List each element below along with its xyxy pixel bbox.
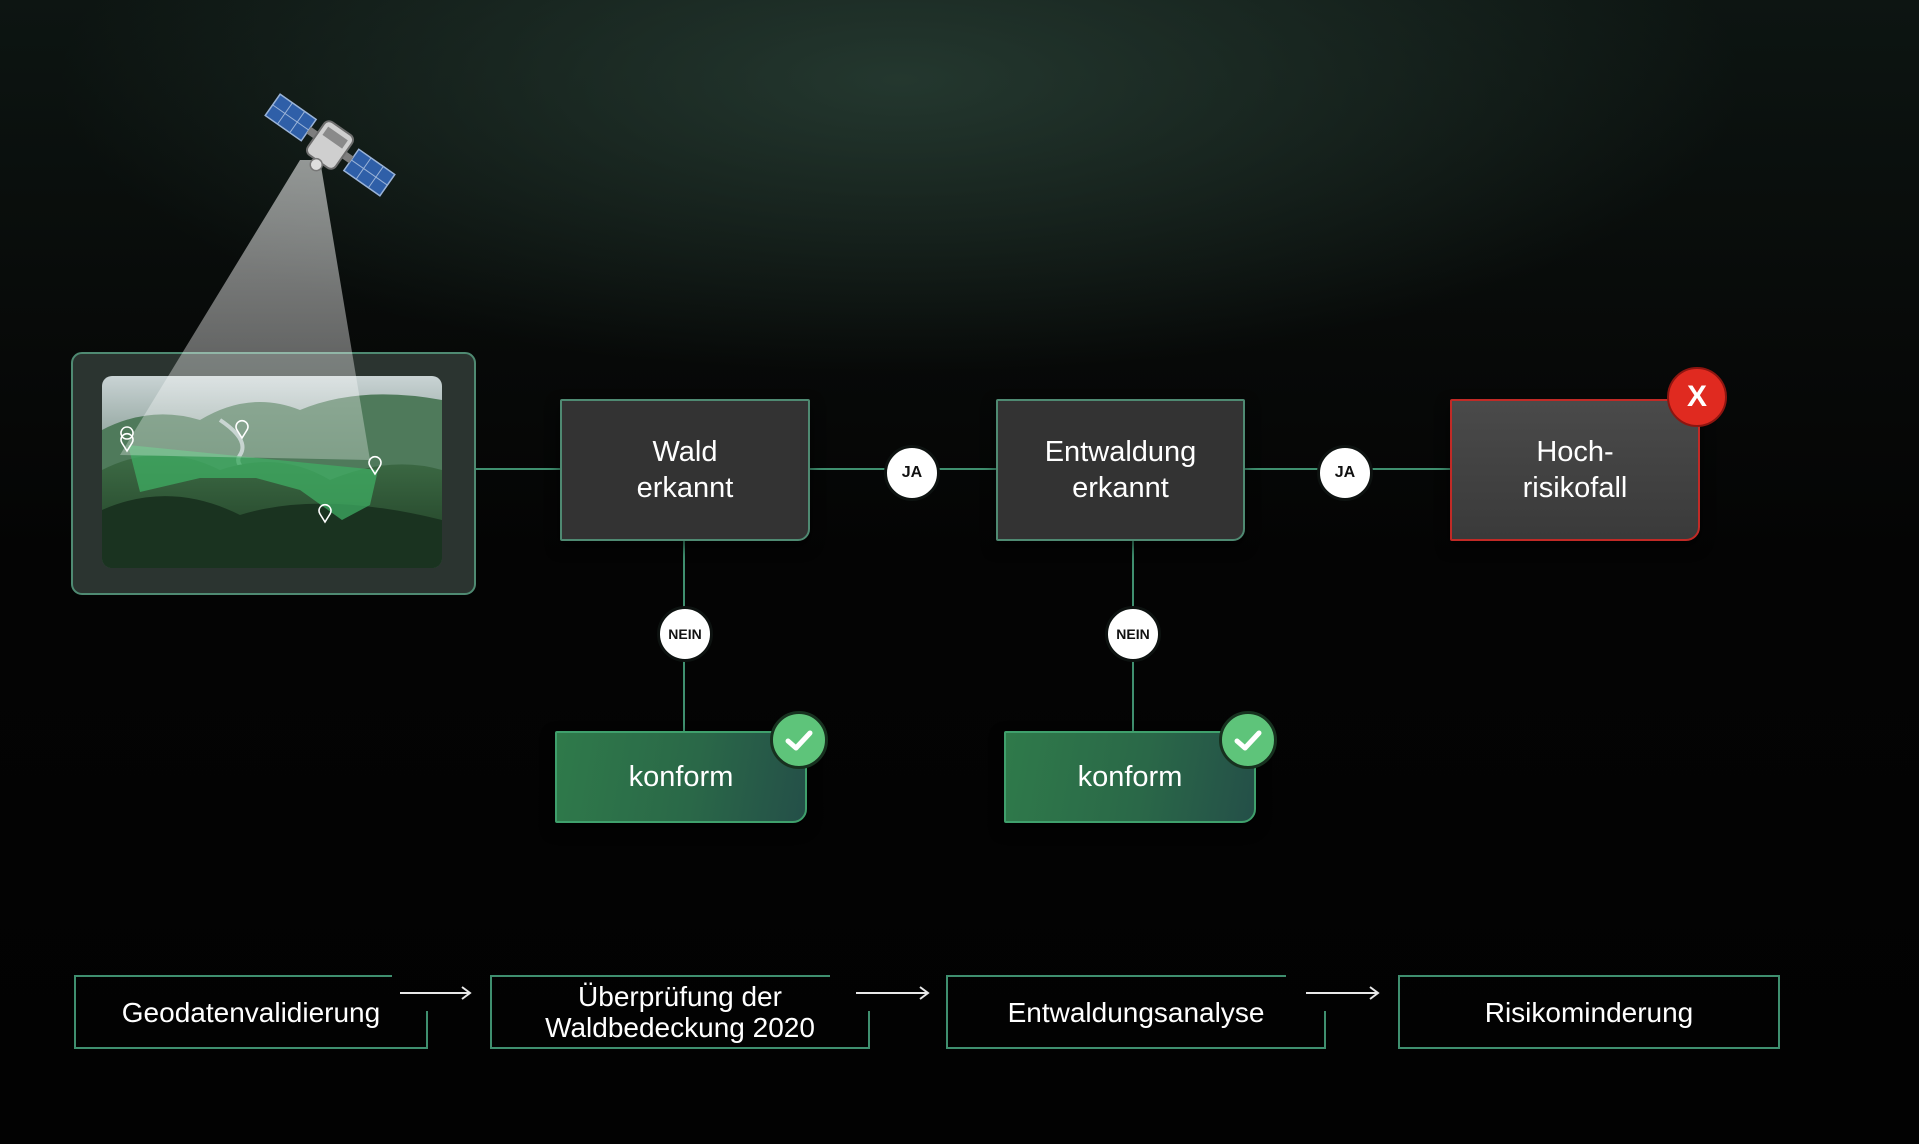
process-step-label: Waldbedeckung 2020: [545, 1012, 815, 1043]
arrow-right-icon: [400, 986, 472, 1000]
arrow-right-icon: [1306, 986, 1380, 1000]
no-badge: NEIN: [1105, 606, 1161, 662]
no-label: NEIN: [668, 626, 702, 642]
conform-label: konform: [628, 761, 734, 793]
scan-beam: [120, 160, 370, 460]
yes-badge: JA: [884, 445, 940, 501]
location-pin-icon: [368, 455, 382, 476]
process-step-label: Überprüfung der: [578, 981, 782, 1012]
no-label: NEIN: [1116, 626, 1150, 642]
process-step-geodata-validation: Geodatenvalidierung: [74, 975, 428, 1049]
decision-forest-detected: Wald erkannt: [560, 399, 810, 541]
process-step-label: Entwaldungsanalyse: [1007, 996, 1265, 1028]
decision-label-line1: Wald: [652, 436, 718, 468]
yes-label: JA: [1334, 464, 1356, 481]
no-badge: NEIN: [657, 606, 713, 662]
check-icon: [1219, 711, 1277, 769]
location-pin-icon: [235, 419, 249, 440]
satellite-icon: [264, 93, 396, 197]
location-pin-icon: [318, 503, 332, 524]
location-pin-icon: [120, 426, 134, 453]
yes-badge: JA: [1317, 445, 1373, 501]
conform-label: konform: [1077, 761, 1183, 793]
decision-label-line1: Entwaldung: [1044, 436, 1197, 468]
conform-box: konform: [555, 731, 807, 823]
process-step-deforestation-analysis: Entwaldungsanalyse: [946, 975, 1326, 1049]
process-step-forest-cover-check: Überprüfung der Waldbedeckung 2020: [490, 975, 870, 1049]
check-icon: [770, 711, 828, 769]
risk-label-line2: risikofall: [1522, 472, 1628, 504]
process-step-label: Geodatenvalidierung: [121, 996, 381, 1028]
arrow-right-icon: [856, 986, 930, 1000]
high-risk-case-box: Hoch- risikofall: [1450, 399, 1700, 541]
conform-box: konform: [1004, 731, 1256, 823]
x-icon: X: [1667, 367, 1727, 427]
decision-label-line2: erkannt: [1072, 472, 1169, 504]
x-icon-label: X: [1686, 380, 1707, 413]
decision-deforestation-detected: Entwaldung erkannt: [996, 399, 1245, 541]
yes-label: JA: [901, 464, 923, 481]
risk-label-line1: Hoch-: [1536, 436, 1614, 468]
process-step-risk-mitigation: Risikominderung: [1398, 975, 1780, 1049]
decision-label-line2: erkannt: [636, 472, 734, 504]
process-step-label: Risikominderung: [1484, 996, 1694, 1028]
satellite-imagery-panel: [71, 160, 476, 595]
